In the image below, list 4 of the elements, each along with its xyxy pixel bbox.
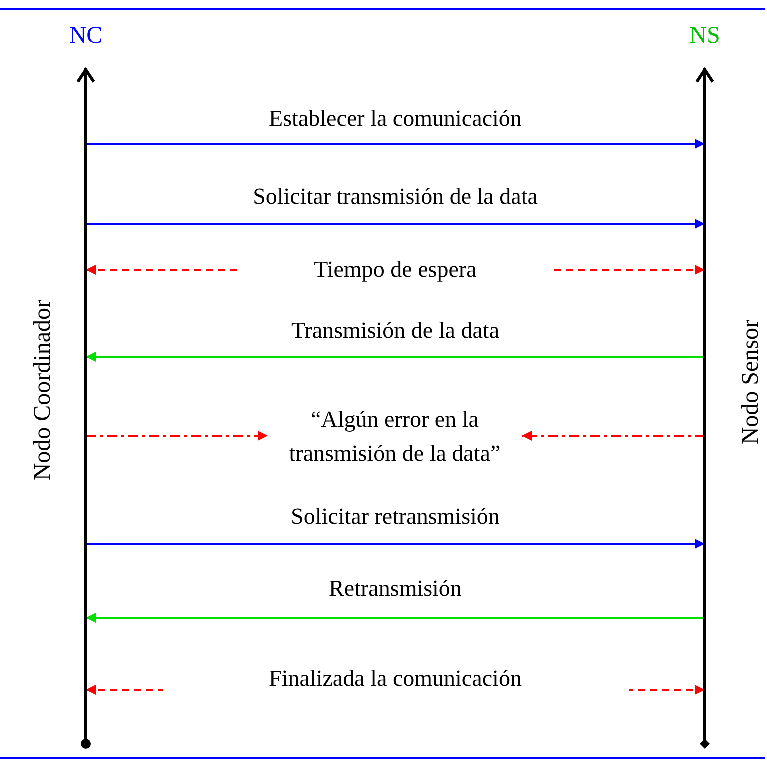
participant-label: NS bbox=[688, 22, 722, 50]
lifeline-caption: Nodo Sensor bbox=[738, 320, 764, 445]
participant-label: NC bbox=[68, 22, 104, 50]
lifeline-caption: Nodo Coordinador bbox=[30, 300, 56, 481]
